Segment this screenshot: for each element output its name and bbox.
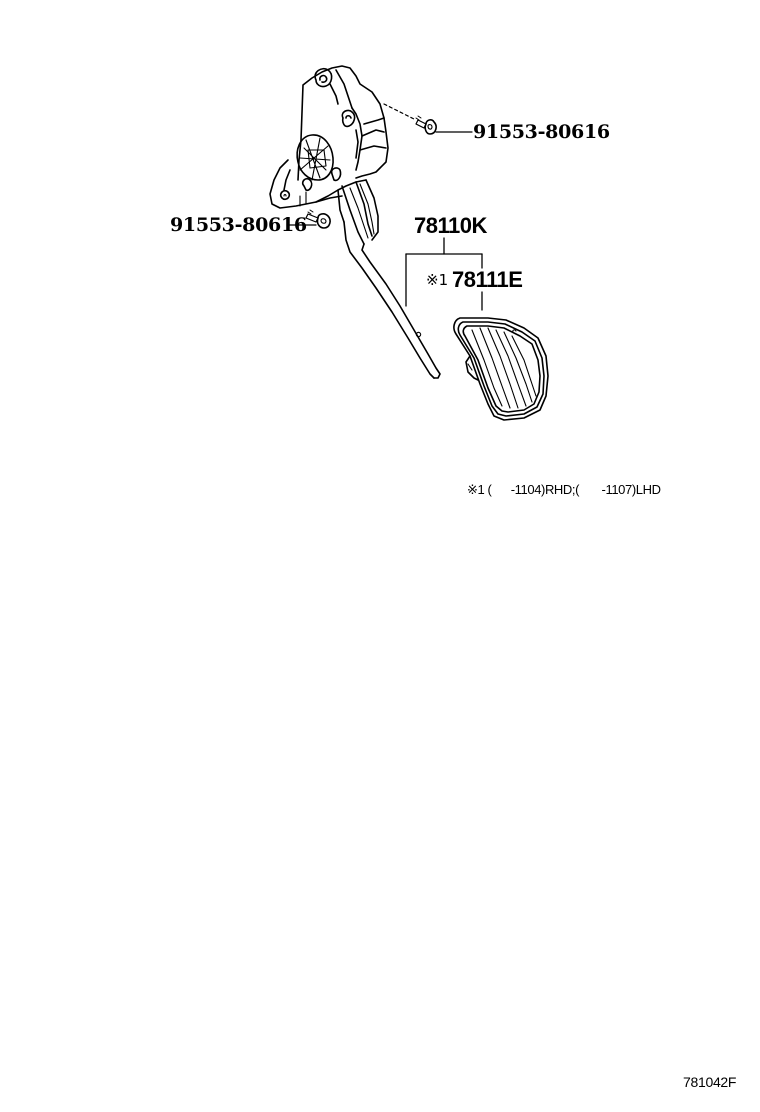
figure-id: 781042F (683, 1074, 737, 1090)
callout-pedal-assy[interactable]: 78110K (414, 213, 487, 238)
bolt-upper-drawing (415, 115, 437, 135)
bolt-lower-drawing (305, 209, 331, 229)
pedal-pad-note-mark: ※1 (426, 271, 449, 289)
pedal-arm (341, 179, 441, 379)
applicability-footnote: ※1 ( -1104)RHD;( -1107)LHD (467, 482, 661, 497)
pedal-bracket-housing (269, 65, 389, 223)
callout-pedal-pad[interactable]: 78111E (452, 267, 523, 292)
callout-bolt-lower[interactable]: 91553-80616 (170, 214, 307, 236)
callout-bolt-upper[interactable]: 91553-80616 (473, 121, 610, 143)
leader-dashed-upper-bolt (383, 103, 417, 121)
pedal-pad-drawing (453, 317, 549, 421)
